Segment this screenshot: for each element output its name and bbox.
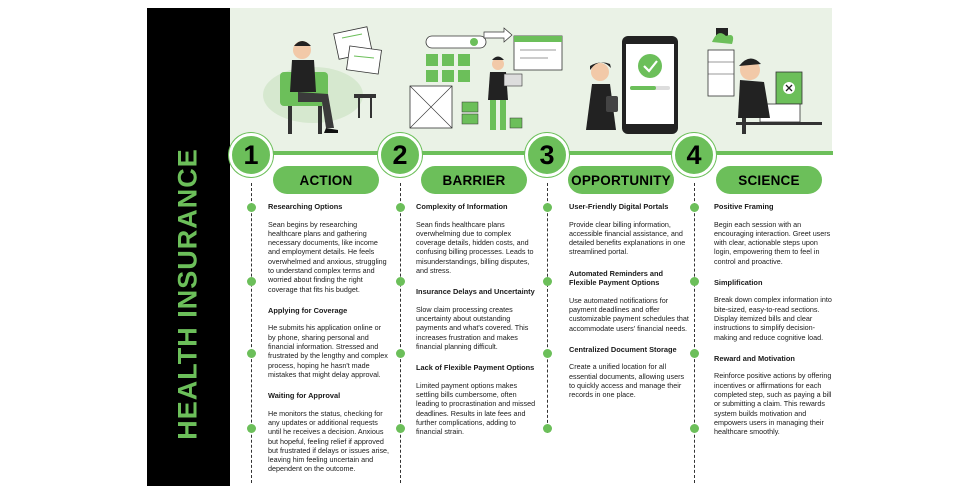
item-title: Researching Options — [268, 202, 343, 211]
item-body: Break down complex information into bite… — [714, 295, 832, 342]
item-title: User-Friendly Digital Portals — [569, 202, 669, 211]
item-body: Provide clear billing information, acces… — [569, 219, 686, 257]
side-title: HEALTH INSURANCE — [172, 148, 203, 440]
item-title: Automated Reminders and Flexible Payment… — [569, 268, 664, 288]
desk-computer-illustration — [707, 28, 822, 134]
item-title: Insurance Delays and Uncertainty — [416, 287, 535, 297]
stage-number-3: 3 — [525, 133, 569, 177]
bullet-dot — [690, 203, 699, 212]
person-thinking-illustration — [263, 26, 382, 134]
phone-checkmark-illustration — [586, 36, 678, 134]
item-title: Centralized Document Storage — [569, 344, 677, 354]
bullet-dot — [247, 203, 256, 212]
bullet-dot — [396, 277, 405, 286]
stage-connector-3 — [547, 183, 548, 433]
ui-blocks-illustration — [409, 27, 563, 130]
item-body: Begin each session with an encouraging i… — [714, 219, 831, 266]
item-body: Limited payment options makes settling b… — [416, 380, 536, 437]
bullet-dot — [690, 424, 699, 433]
item-body: He submits his application online or by … — [268, 323, 388, 379]
stage-label-barrier: BARRIER — [421, 166, 527, 194]
item-body: Sean finds healthcare plans overwhelming… — [416, 219, 534, 275]
bullet-dot — [543, 349, 552, 358]
stage-column-action: Researching Options Sean begins by resea… — [268, 202, 390, 486]
bullet-dot — [543, 277, 552, 286]
item-title: Reward and Motivation — [714, 353, 795, 363]
stage-connector-4 — [694, 183, 695, 483]
bullet-dot — [690, 349, 699, 358]
stage-label-action: ACTION — [273, 166, 379, 194]
bullet-dot — [247, 277, 256, 286]
stage-number-2: 2 — [378, 133, 422, 177]
bullet-dot — [543, 203, 552, 212]
item-body: Use automated notifications for payment … — [569, 295, 689, 333]
item-body: Sean begins by researching healthcare pl… — [268, 219, 387, 294]
stage-column-barrier: Complexity of Information Sean finds hea… — [416, 202, 538, 449]
stage-column-opportunity: User-Friendly Digital Portals Provide cl… — [569, 202, 691, 412]
bullet-dot — [396, 349, 405, 358]
stage-column-science: Positive Framing Begin each session with… — [714, 202, 836, 449]
bullet-dot — [247, 424, 256, 433]
stage-connector-1 — [251, 183, 252, 483]
bullet-dot — [396, 203, 405, 212]
stage-label-opportunity: OPPORTUNITY — [568, 166, 674, 194]
bullet-dot — [543, 424, 552, 433]
item-title: Positive Framing — [714, 202, 774, 211]
item-body: Slow claim processing creates uncertaint… — [416, 304, 529, 351]
item-title: Complexity of Information — [416, 202, 508, 211]
bullet-dot — [396, 424, 405, 433]
stage-label-science: SCIENCE — [716, 166, 822, 194]
stage-number-4: 4 — [672, 133, 716, 177]
item-body: Create a unified location for all essent… — [569, 362, 685, 400]
side-bar — [147, 8, 230, 486]
bullet-dot — [690, 277, 699, 286]
stage-number-1: 1 — [229, 133, 273, 177]
item-body: Reinforce positive actions by offering i… — [714, 371, 832, 437]
item-title: Lack of Flexible Payment Options — [416, 363, 535, 373]
item-title: Applying for Coverage — [268, 305, 348, 315]
item-title: Simplification — [714, 277, 763, 287]
bullet-dot — [247, 349, 256, 358]
item-title: Waiting for Approval — [268, 391, 341, 401]
stage-connector-2 — [400, 183, 401, 483]
item-body: He monitors the status, checking for any… — [268, 408, 390, 474]
